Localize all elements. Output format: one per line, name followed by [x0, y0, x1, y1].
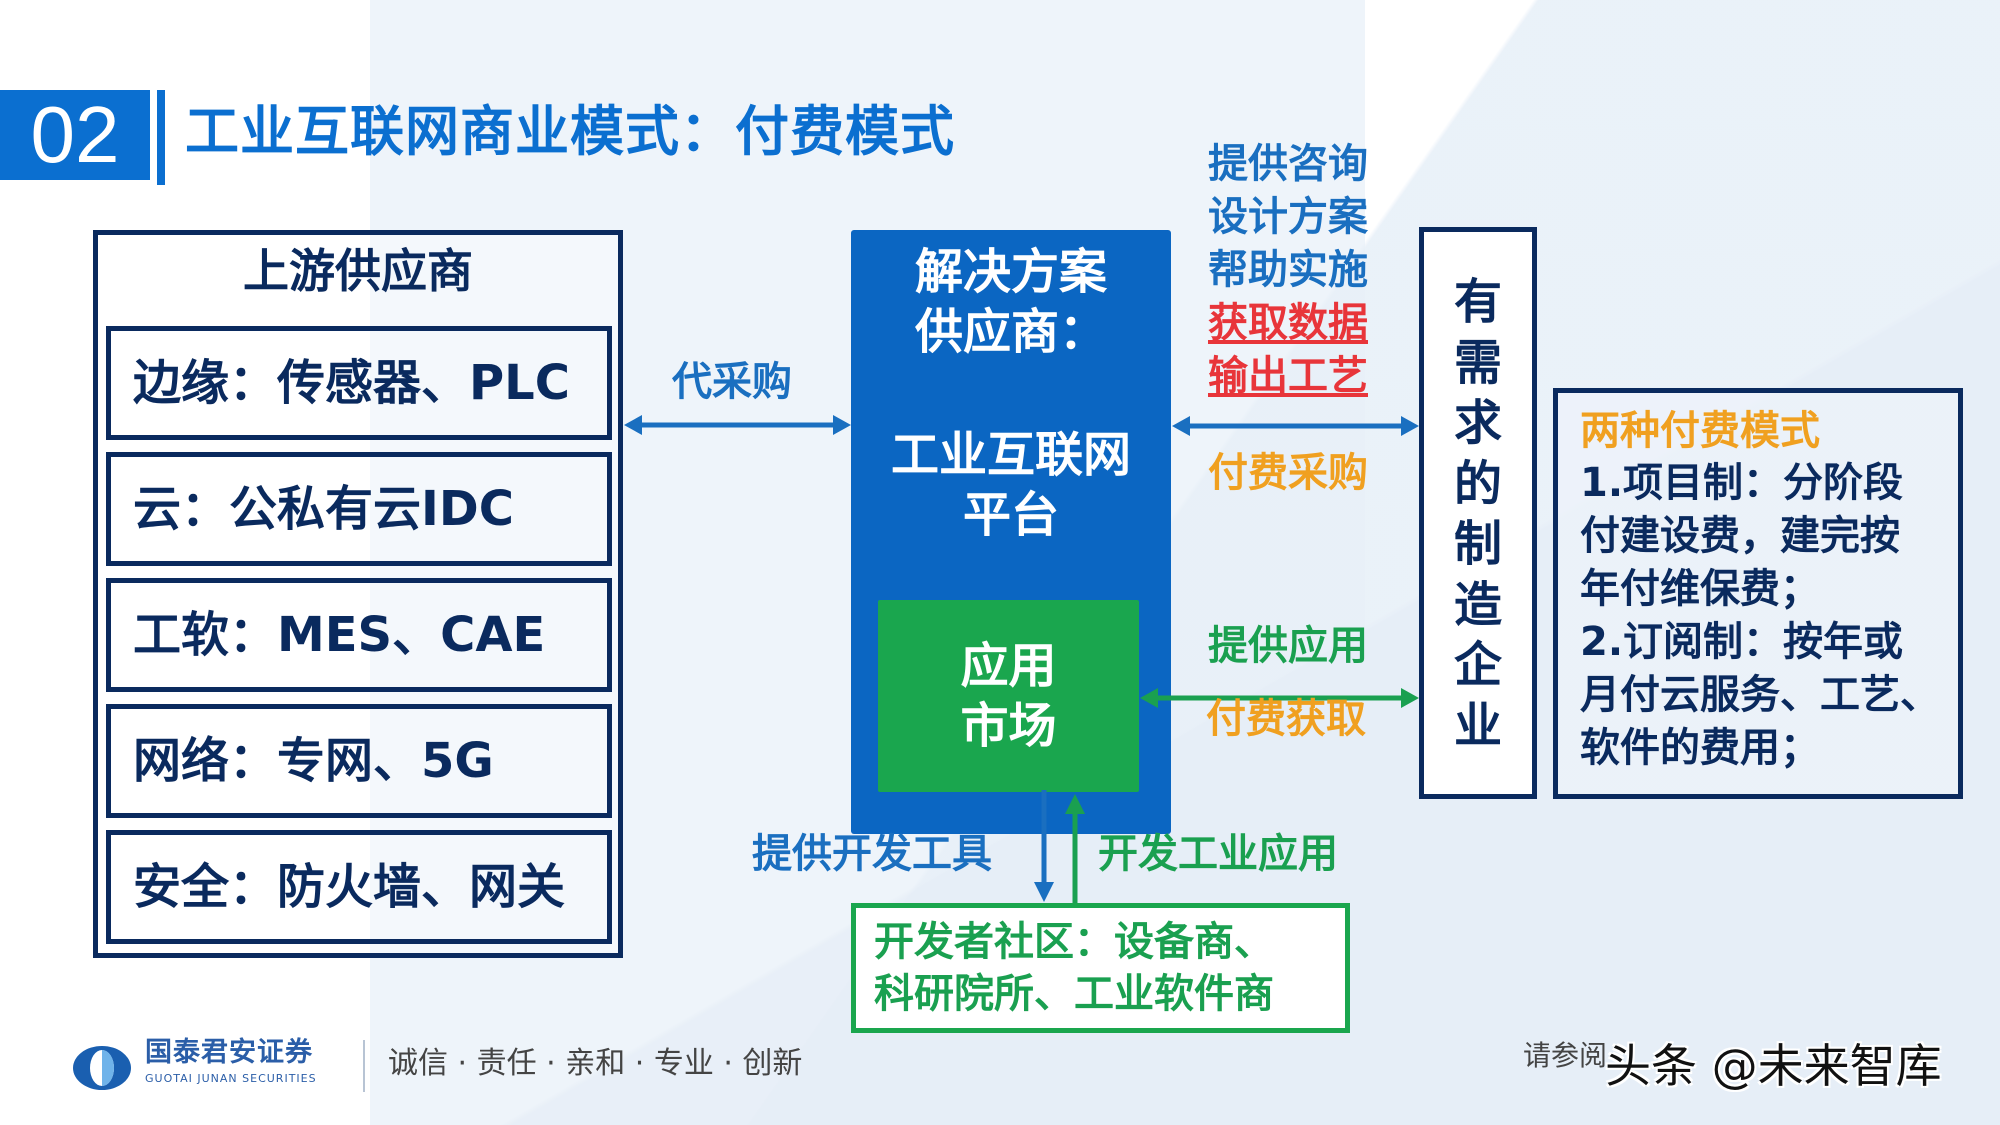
footer-disclaimer: 请参阅: [1523, 1039, 1608, 1072]
guotai-junan-logo-icon: [73, 1046, 131, 1090]
upstream-suppliers-box: [93, 230, 623, 958]
payment-line: 付建设费，建完按: [1580, 513, 1900, 559]
provide-dev-tools-label: 提供开发工具: [752, 831, 992, 877]
enterprise-char: 造: [1453, 576, 1502, 633]
platform-line1: 工业互联网: [890, 427, 1131, 483]
proxy-purchase-arrow-icon: [624, 415, 851, 435]
title-accent-bar: [157, 90, 165, 185]
service-implementation: 帮助实施: [1208, 247, 1368, 293]
market-enterprise-arrow-icon: [1140, 688, 1419, 708]
supplier-item-network: 网络：专网、5G: [106, 704, 612, 818]
payment-line: 年付维保费；: [1580, 566, 1820, 612]
manufacturing-enterprise-label: 有 需 求 的 制 造 企 业: [1419, 272, 1537, 756]
section-number: 02: [0, 90, 150, 180]
solution-provider-line2: 供应商：: [914, 304, 1107, 360]
payment-line: 软件的费用；: [1580, 725, 1820, 771]
platform-label: 工业互联网 平台: [851, 425, 1171, 545]
enterprise-char: 求: [1453, 395, 1502, 451]
developer-community-box: 开发者社区：设备商、 科研院所、工业软件商: [851, 903, 1350, 1033]
payment-line: 2.订阅制：按年或: [1580, 619, 1904, 665]
solution-provider-label: 解决方案 供应商：: [851, 242, 1171, 362]
supplier-item-software: 工软：MES、CAE: [106, 578, 612, 692]
enterprise-char: 的: [1453, 455, 1502, 512]
payment-line: 月付云服务、工艺、: [1580, 672, 1940, 718]
payment-models-title: 两种付费模式: [1580, 408, 1820, 454]
enterprise-char: 企: [1453, 637, 1502, 693]
app-market-line2: 市场: [960, 698, 1057, 754]
app-market-box: 应用 市场: [878, 600, 1139, 792]
paid-access-label: 付费获取: [1206, 696, 1366, 742]
proxy-purchase-label: 代采购: [672, 359, 792, 405]
page-title: 工业互联网商业模式：付费模式: [185, 100, 955, 163]
platform-line2: 平台: [962, 487, 1059, 543]
paid-purchase-label: 付费采购: [1208, 450, 1368, 496]
supplier-item-edge: 边缘：传感器、PLC: [106, 326, 612, 440]
enterprise-char: 有: [1453, 274, 1502, 330]
supplier-item-cloud: 云：公私有云IDC: [106, 452, 612, 566]
payment-models-box: 两种付费模式 1.项目制：分阶段 付建设费，建完按 年付维保费； 2.订阅制：按…: [1553, 388, 1963, 799]
provide-apps-label: 提供应用: [1208, 623, 1368, 669]
service-output-process: 输出工艺: [1208, 353, 1368, 399]
solution-provider-line1: 解决方案: [914, 244, 1107, 300]
watermark: 头条 @未来智库: [1605, 1039, 1942, 1093]
enterprise-char: 制: [1453, 516, 1502, 572]
app-market-line1: 应用: [960, 638, 1057, 694]
developer-community-line1: 开发者社区：设备商、: [874, 919, 1274, 965]
supplier-item-security: 安全：防火墙、网关: [106, 830, 612, 944]
payment-line: 1.项目制：分阶段: [1580, 460, 1904, 506]
enterprise-char: 业: [1453, 697, 1502, 754]
services-list: 提供咨询 设计方案 帮助实施 获取数据 输出工艺: [1208, 138, 1368, 403]
brand-name-cn: 国泰君安证券: [145, 1037, 313, 1068]
footer-divider: [363, 1040, 365, 1092]
enterprise-char: 需: [1453, 334, 1502, 391]
footer-slogan: 诚信 · 责任 · 亲和 · 专业 · 创新: [388, 1046, 803, 1081]
brand-name-en: GUOTAI JUNAN SECURITIES: [145, 1072, 317, 1085]
service-design: 设计方案: [1208, 194, 1368, 240]
service-consulting: 提供咨询: [1208, 141, 1368, 187]
dev-tools-arrows-icon: [1034, 790, 1085, 905]
develop-apps-label: 开发工业应用: [1098, 831, 1338, 877]
developer-community-line2: 科研院所、工业软件商: [874, 971, 1274, 1017]
service-get-data: 获取数据: [1208, 300, 1368, 346]
manufacturing-enterprise-box: [1419, 227, 1537, 799]
upstream-suppliers-title: 上游供应商: [243, 244, 473, 298]
platform-enterprise-arrow-icon: [1172, 416, 1419, 436]
